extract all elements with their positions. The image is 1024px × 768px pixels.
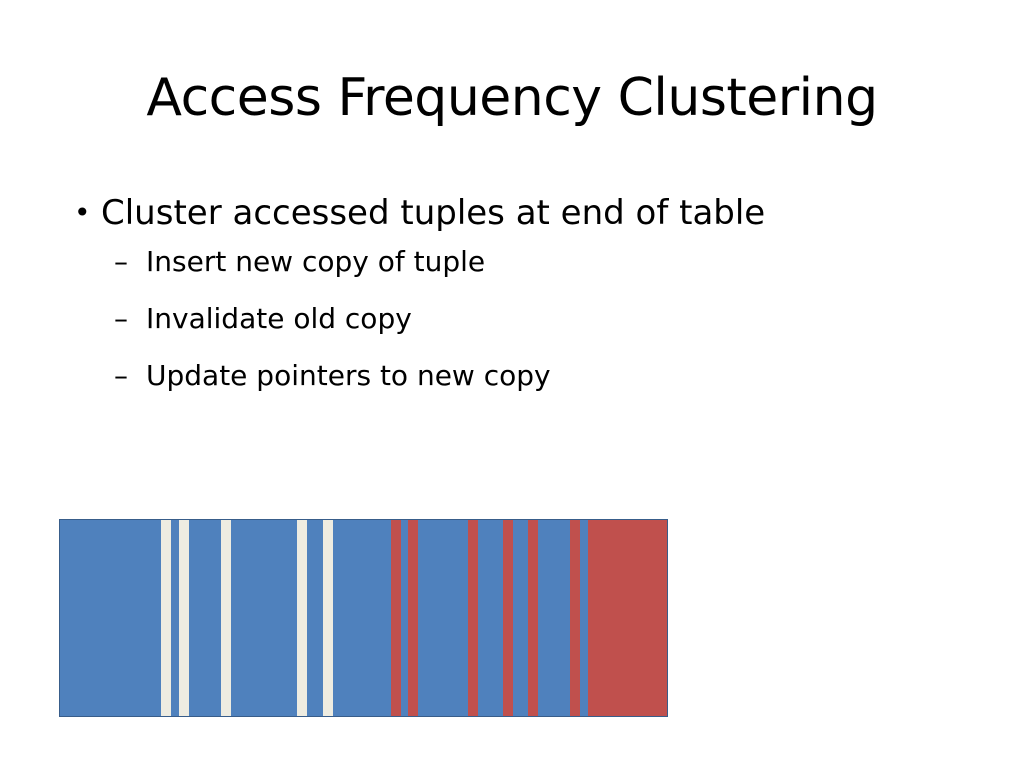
accessed-tuple-strip	[528, 520, 538, 716]
invalidated-tuple-strip	[161, 520, 171, 716]
invalidated-tuple-strip	[179, 520, 189, 716]
sub-bullet-text: Invalidate old copy	[146, 302, 412, 335]
table-diagram	[59, 519, 668, 717]
sub-bullet-item: – Insert new copy of tuple	[114, 242, 974, 299]
accessed-tuple-strip	[468, 520, 478, 716]
bullet-item: • Cluster accessed tuples at end of tabl…	[74, 188, 974, 242]
bullet-text: Cluster accessed tuples at end of table	[101, 193, 766, 233]
sub-bullet-marker: –	[114, 245, 128, 278]
bullet-marker: •	[74, 196, 91, 229]
accessed-tuple-strip	[503, 520, 513, 716]
sub-bullet-text: Update pointers to new copy	[146, 359, 551, 392]
bullet-list: • Cluster accessed tuples at end of tabl…	[74, 188, 974, 413]
invalidated-tuple-strip	[221, 520, 231, 716]
sub-bullet-marker: –	[114, 359, 128, 392]
clustered-tuples-region	[588, 520, 667, 716]
accessed-tuple-strip	[570, 520, 580, 716]
invalidated-tuple-strip	[297, 520, 307, 716]
sub-bullet-item: – Update pointers to new copy	[114, 356, 974, 413]
invalidated-tuple-strip	[323, 520, 333, 716]
slide-title: Access Frequency Clustering	[146, 68, 878, 128]
sub-bullet-marker: –	[114, 302, 128, 335]
sub-bullet-text: Insert new copy of tuple	[146, 245, 486, 278]
accessed-tuple-strip	[391, 520, 401, 716]
accessed-tuple-strip	[408, 520, 418, 716]
sub-bullet-item: – Invalidate old copy	[114, 299, 974, 356]
